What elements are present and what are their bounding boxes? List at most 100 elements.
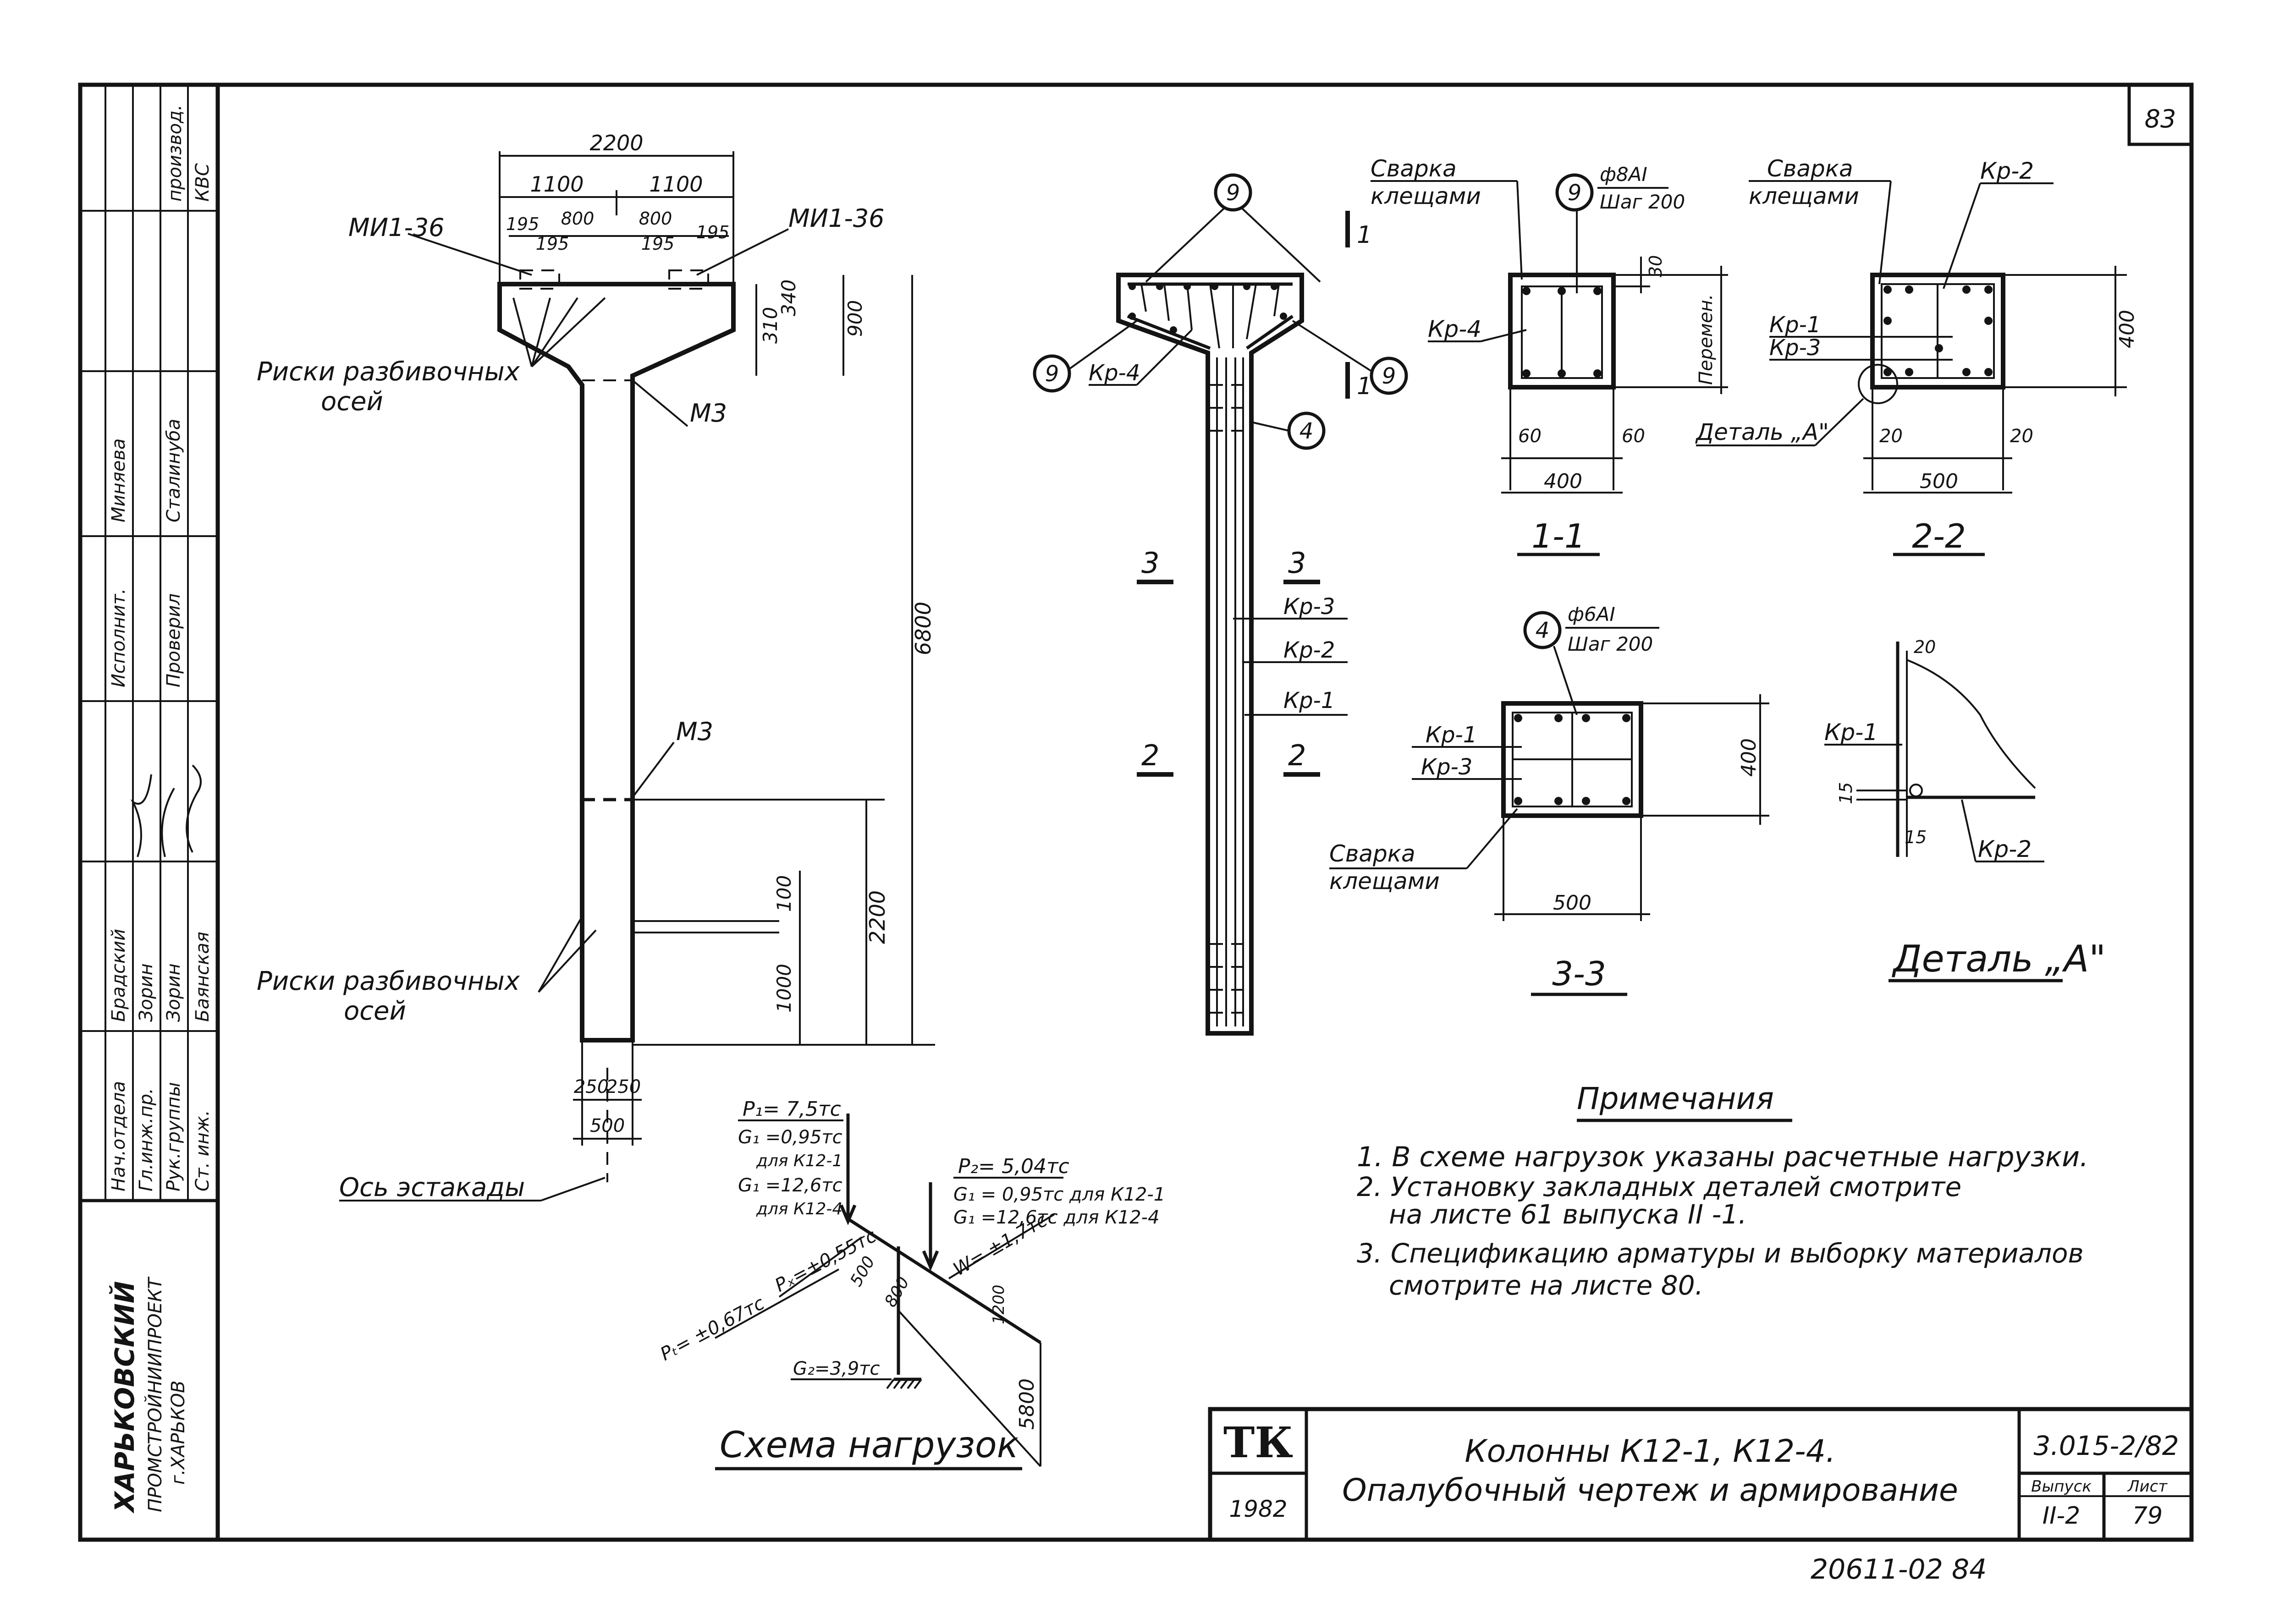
s22-dot-5 xyxy=(1883,317,1892,325)
section-2-left: 2 xyxy=(1141,739,1159,772)
s11-title: 1-1 xyxy=(1531,517,1586,555)
detail-a-dim-15-v: 15 xyxy=(1836,782,1856,804)
s33-dim-500: 500 xyxy=(1553,891,1591,915)
sheet-number: 83 xyxy=(2145,104,2176,133)
trestle-axis-leader xyxy=(540,1177,606,1202)
callout-9-right xyxy=(1370,357,1408,395)
head-dot-3 xyxy=(1184,283,1191,290)
side-role-1: Гл.инж.пр. xyxy=(136,1088,157,1191)
s33-callout-4-text: 4 xyxy=(1536,618,1550,643)
s33-kr3: Кр-3 xyxy=(1421,754,1472,780)
s22-detail-leader xyxy=(1814,398,1864,446)
dim-250-right: 250 xyxy=(606,1076,641,1097)
side-row-2: Рук.группы Зорин xyxy=(163,963,184,1191)
load-diag-line xyxy=(897,1310,1041,1467)
s11-bar-dots xyxy=(1522,287,1602,378)
note-line-1: 1. В схеме нагрузок указаны расчетные на… xyxy=(1357,1141,2088,1173)
leader-9-right xyxy=(1292,320,1372,372)
head-dot-9 xyxy=(1280,313,1287,320)
s22-outline xyxy=(1870,273,2005,390)
s33-weld-leader xyxy=(1466,808,1518,869)
leader-m3-mid xyxy=(632,741,675,798)
s22-dot-3 xyxy=(1962,285,1971,294)
s22-kr2: Кр-2 xyxy=(1980,158,2034,184)
s22-dot-9 xyxy=(1962,368,1971,376)
s11-callout-9-text: 9 xyxy=(1568,180,1582,206)
leader-embed-left xyxy=(407,233,532,276)
s11-dot-3 xyxy=(1522,369,1531,378)
head-dot-8 xyxy=(1170,326,1177,334)
dim-195-c: 195 xyxy=(641,234,675,254)
s33-bar-spec: ф6АI xyxy=(1568,603,1615,625)
load-pt-line xyxy=(715,1268,839,1339)
s11-dot-5 xyxy=(1558,287,1566,295)
side-role-2: Рук.группы xyxy=(163,1082,184,1191)
side-name-3: Баянская xyxy=(192,932,213,1022)
side-role-5: Проверил xyxy=(163,593,184,687)
embed-mi1-36-right: МИ1-36 xyxy=(788,204,885,233)
head-dot-5 xyxy=(1243,283,1250,290)
reinforcement-outline xyxy=(1116,273,1304,1036)
s22-dot-2 xyxy=(1905,285,1913,294)
detail-a-kr2-leader xyxy=(1961,799,1977,862)
section-2-right: 2 xyxy=(1288,739,1306,772)
s33-bar-dots xyxy=(1514,714,1630,805)
kr4-leader xyxy=(1136,329,1193,386)
issue-label: Выпуск xyxy=(2031,1477,2092,1496)
head-dot-2 xyxy=(1156,283,1163,290)
dim-800-a: 800 xyxy=(561,208,595,229)
dim-250-left: 250 xyxy=(574,1076,609,1097)
s11-outline xyxy=(1508,273,1616,390)
s22-kr3: Кр-3 xyxy=(1769,335,1821,361)
s33-weld-1: Сварка xyxy=(1329,840,1415,867)
section-1-bottom: 1 xyxy=(1357,373,1372,400)
s22-dot-6 xyxy=(1984,317,1993,325)
load-w-line xyxy=(948,1213,1055,1279)
leader-4 xyxy=(1249,421,1289,432)
load-dim-5800: 5800 xyxy=(1015,1378,1039,1430)
axis-marks-bottom-1: Риски разбивочных xyxy=(257,966,520,996)
head-stirrups xyxy=(1140,284,1280,349)
load-g2: G₂=3,9тс xyxy=(793,1358,880,1379)
section-3-3: 4 ф6АI Шаг 200 Кр-1 Кр-3 400 Сварка клещ… xyxy=(1329,603,1769,996)
detail-a: 20 Кр-1 15 15 Кр-2 Деталь „А" xyxy=(1824,637,2106,982)
dim-6800: 6800 xyxy=(911,602,936,655)
load-g1-a-for: для К12-1 xyxy=(756,1152,842,1170)
dim-310: 310 xyxy=(759,307,782,344)
head-dot-1 xyxy=(1129,283,1136,290)
callout-9-top xyxy=(1214,173,1252,212)
tk-logo: ТК xyxy=(1223,1418,1293,1467)
side-row-4: Исполнит. Миняева xyxy=(108,439,129,687)
s11-weld-1: Сварка xyxy=(1371,155,1457,182)
s11-bar-spec: ф8АI xyxy=(1600,163,1647,186)
dim-1100-right: 1100 xyxy=(649,172,703,197)
callout-9-right-text: 9 xyxy=(1382,363,1396,389)
title-block: ТК 1982 Колонны К12-1, К12-4. Опалубочны… xyxy=(1208,1407,2194,1542)
leader-embed-right xyxy=(696,228,789,276)
s11-dim-60-right: 60 xyxy=(1622,426,1645,447)
longitudinal-bars xyxy=(1216,357,1244,1026)
outer-border xyxy=(78,82,2194,1542)
head-cage xyxy=(1127,282,1294,350)
s11-weld-leader xyxy=(1516,181,1523,280)
load-scheme-title: Схема нагрузок xyxy=(720,1425,1019,1466)
org-line-1: ХАРЬКОВСКИЙ xyxy=(109,1281,140,1514)
callout-9-top-text: 9 xyxy=(1226,180,1240,206)
side-row-5: Проверил Сталинуба xyxy=(163,419,184,687)
s22-dot-1 xyxy=(1883,285,1892,294)
embed-mi1-36-left: МИ1-36 xyxy=(348,213,445,242)
side-row-3: Ст. инж. Баянская xyxy=(192,932,213,1191)
side-role-4: Исполнит. xyxy=(108,588,129,687)
s22-bar-dots xyxy=(1883,285,1993,376)
axis-marks-bottom-2: осей xyxy=(344,996,406,1026)
org-line-3: г.ХАРЬКОВ xyxy=(168,1381,189,1485)
s33-dot-5 xyxy=(1514,797,1522,805)
load-p1: P₁= 7,5тс xyxy=(743,1097,841,1121)
dim-195-b: 195 xyxy=(536,234,569,254)
s33-dot-3 xyxy=(1582,714,1590,722)
m3-label-top: М3 xyxy=(690,399,727,428)
s33-weld-2: клещами xyxy=(1329,868,1440,894)
side-name-4: Миняева xyxy=(108,439,129,522)
sheet-value: 79 xyxy=(2132,1502,2163,1530)
side-name-5: Сталинуба xyxy=(163,419,184,522)
